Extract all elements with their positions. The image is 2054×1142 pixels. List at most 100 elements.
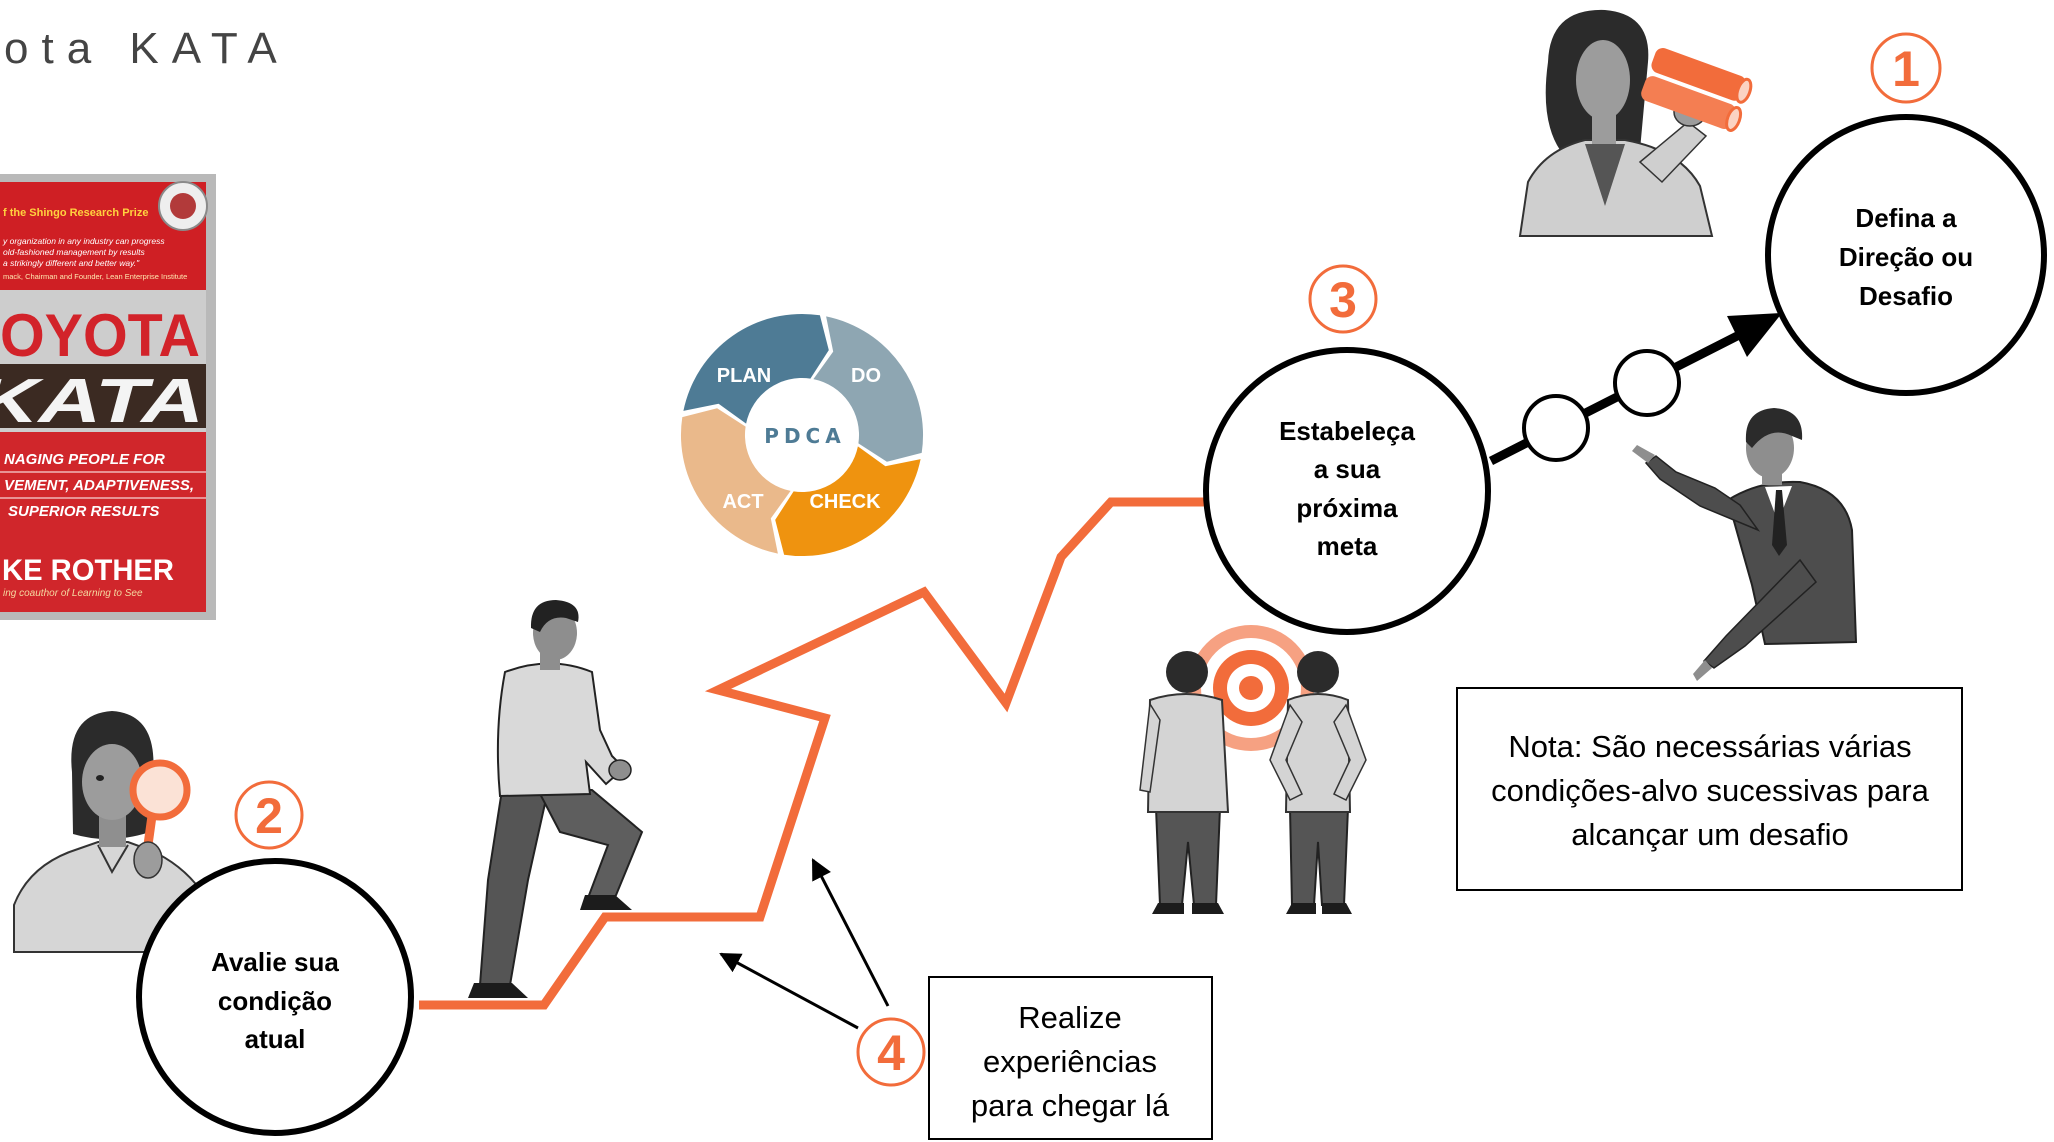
hand: [133, 841, 163, 879]
step-2-text-line: Avalie sua: [211, 947, 339, 977]
step-3-text-line: próxima: [1296, 493, 1398, 523]
inner-shirt: [1585, 144, 1625, 206]
back-shoe: [468, 983, 528, 998]
pdca-label-plan: PLAN: [717, 365, 771, 387]
pdca-segment-plan: [683, 313, 829, 424]
book-subtitle-line: NAGING PEOPLE FOR: [4, 451, 165, 468]
book-author-note: ing coauthor of Learning to See: [3, 588, 143, 599]
right-man-head: [1297, 651, 1339, 693]
badge-number: 2: [255, 788, 283, 844]
pdca-label-check: CHECK: [809, 491, 881, 513]
step-4-box-outline: [928, 976, 1213, 1140]
note-text-line: Nota: São necessárias várias: [1508, 729, 1911, 764]
lower-hand: [1693, 660, 1712, 681]
step-3-text-line: a sua: [1314, 454, 1381, 484]
magnifier-lens-icon: [129, 759, 191, 821]
back-leg: [478, 789, 550, 986]
step-3-circle: Estabeleça a sua próxima meta: [1203, 347, 1491, 635]
pdca-label-do: DO: [851, 365, 881, 387]
front-shoe: [580, 895, 632, 910]
left-man-head: [1166, 651, 1208, 693]
note-box: Nota: São necessárias várias condições-a…: [1456, 687, 1963, 891]
badge-circle: [1870, 32, 1942, 104]
slide-title: ota KATA: [4, 24, 290, 73]
right-man-shoes: [1286, 903, 1352, 914]
book-award: f the Shingo Research Prize: [3, 207, 148, 219]
step-1-text-line: Direção ou: [1839, 242, 1973, 272]
book-quote-line: y organization in any industry can progr…: [2, 236, 165, 246]
step-3-text-line: Estabeleça: [1279, 416, 1415, 446]
two-men-target-icon: [1139, 625, 1367, 914]
intermediate-target-circle: [1613, 349, 1681, 417]
binocular-lens: [1735, 77, 1753, 104]
right-man-left-arm: [1269, 703, 1303, 802]
front-leg: [536, 789, 644, 902]
note-box-outline: [1456, 687, 1963, 891]
pdca-cycle: PLAN DO CHECK ACT PDCA: [680, 313, 924, 557]
face: [1576, 40, 1630, 120]
step-2-text-line: condição: [218, 986, 332, 1016]
target-bullseye: [1239, 676, 1263, 700]
step-number-badge-4: 4: [856, 1017, 926, 1087]
step-4-text-line: para chegar lá: [971, 1088, 1170, 1123]
badge-circle: [1308, 264, 1378, 334]
pointing-arm: [1644, 455, 1761, 532]
book-title-line-1: OYOTA: [0, 302, 200, 369]
pdca-segment-act: [680, 408, 791, 554]
step-number-badge-1: 1: [1870, 32, 1942, 104]
pdca-center-label: PDCA: [764, 424, 845, 448]
left-man-shirt: [1146, 693, 1230, 813]
binoculars-icon: [1641, 47, 1753, 132]
experiment-arrow-up: [811, 858, 890, 1007]
neck: [99, 815, 126, 847]
pdca-label-act: ACT: [722, 491, 763, 513]
book-subtitle-line: VEMENT, ADAPTIVENESS,: [4, 477, 194, 494]
climbing-man-icon: [468, 600, 644, 998]
lower-arm: [1702, 558, 1818, 669]
badge-circle: [234, 780, 304, 850]
step-2-circle: Avalie sua condição atual: [136, 858, 414, 1136]
book-subtitle-line: SUPERIOR RESULTS: [8, 503, 159, 520]
shirt: [496, 662, 626, 798]
collar: [97, 844, 129, 875]
hair: [1745, 408, 1803, 448]
step-circle-outline: [1765, 114, 2047, 396]
step-number-badge-2: 2: [234, 780, 304, 850]
step-circle-outline: [136, 858, 414, 1136]
experiment-arrow-left: [719, 952, 859, 1030]
step-3-text-line: meta: [1317, 531, 1378, 561]
badge-circle: [856, 1017, 926, 1087]
step-1-text-line: Desafio: [1859, 281, 1953, 311]
step-4-text-line: experiências: [983, 1044, 1157, 1079]
intermediate-target-circle: [1522, 394, 1590, 462]
right-man-pants: [1288, 807, 1350, 906]
man-pointing-icon: [1632, 408, 1858, 681]
tie: [1772, 490, 1787, 556]
step-circle-outline: [1203, 347, 1491, 635]
book-quote-line: a strikingly different and better way.": [3, 258, 140, 268]
pdca-segment-check: [775, 446, 921, 557]
pointing-hand: [1632, 445, 1655, 463]
book-cover-image: f the Shingo Research Prize y organizati…: [0, 174, 216, 620]
step-4-box: Realize experiências para chegar lá: [928, 976, 1213, 1140]
note-text-line: condições-alvo sucessivas para: [1491, 773, 1929, 808]
book-quote-line: old-fashioned management by results: [3, 247, 145, 257]
left-man-shoes: [1152, 903, 1224, 914]
binocular-tube: [1641, 76, 1736, 129]
direction-arrow-head: [1727, 313, 1782, 357]
hair: [530, 600, 579, 632]
book-quote-attribution: mack, Chairman and Founder, Lean Enterpr…: [3, 272, 187, 281]
step-2-text-line: atual: [245, 1024, 306, 1054]
raised-arm: [1638, 121, 1708, 184]
woman-binoculars-icon: [1518, 9, 1753, 237]
pdca-segment-do: [813, 316, 924, 462]
step-4-text-line: Realize: [1018, 1000, 1121, 1035]
right-man-right-arm: [1333, 703, 1367, 802]
book-bottom-band: [0, 432, 206, 612]
badge-number: 4: [877, 1025, 905, 1081]
book-photo-band: [0, 364, 206, 428]
binocular-tube: [1651, 47, 1747, 101]
fist: [608, 759, 632, 781]
badge-number: 3: [1329, 272, 1357, 328]
